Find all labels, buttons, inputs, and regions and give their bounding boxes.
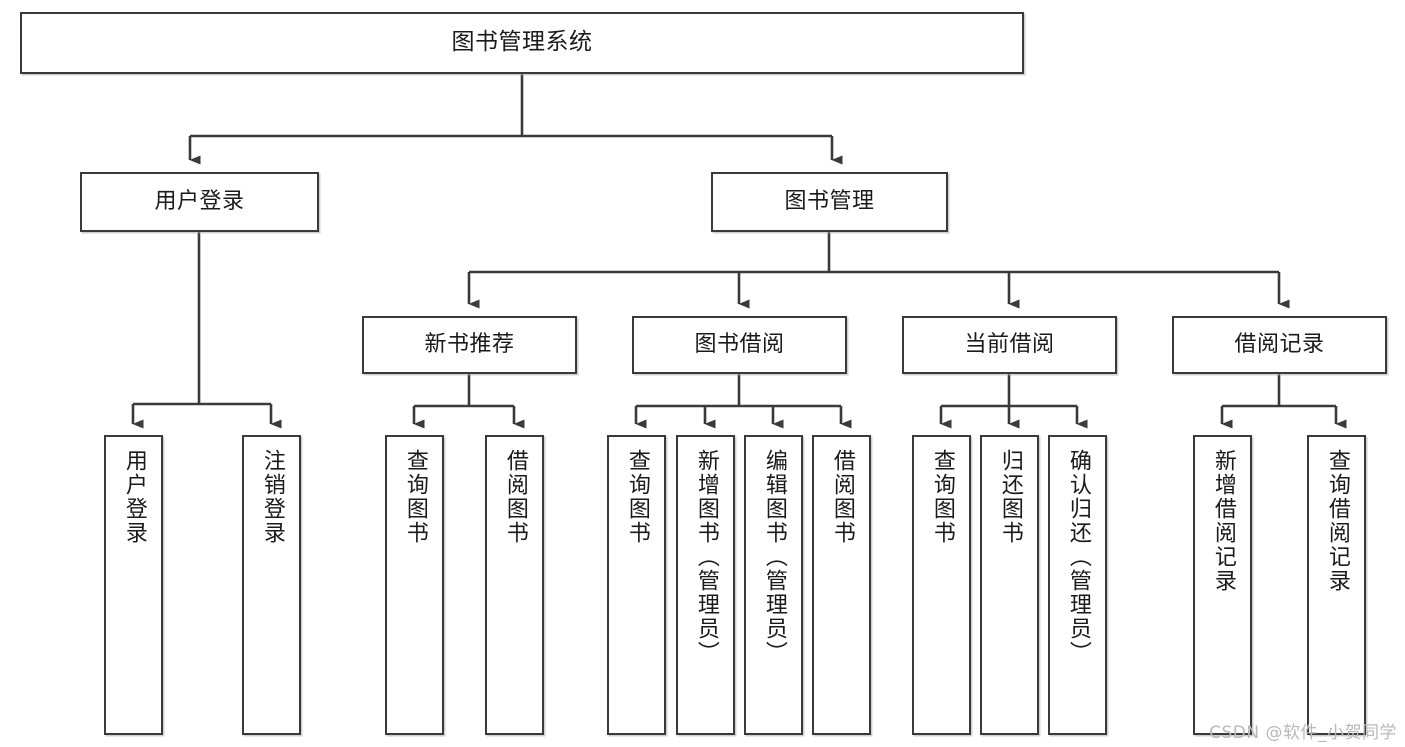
node-label: 新增借阅记录 bbox=[1210, 449, 1236, 593]
node-current-borrowing[interactable]: 当前借阅 bbox=[902, 316, 1117, 374]
node-label: 归还图书 bbox=[997, 449, 1023, 545]
leaf-borrow-borrow-books[interactable]: 借阅图书 bbox=[812, 435, 871, 735]
node-label: 图书管理系统 bbox=[451, 29, 593, 56]
node-label: 确认归还（管理员） bbox=[1065, 449, 1091, 665]
node-label: 借阅记录 bbox=[1234, 332, 1325, 358]
node-label: 图书借阅 bbox=[694, 332, 785, 358]
leaf-borrow-add-book-admin[interactable]: 新增图书（管理员） bbox=[676, 435, 735, 735]
node-label: 查询图书 bbox=[929, 449, 955, 545]
node-label: 编辑图书（管理员） bbox=[761, 449, 787, 665]
node-borrow-records[interactable]: 借阅记录 bbox=[1172, 316, 1387, 374]
leaf-new-book-query-books[interactable]: 查询图书 bbox=[385, 435, 444, 735]
node-label: 用户登录 bbox=[121, 449, 147, 545]
node-user-login[interactable]: 用户登录 bbox=[80, 172, 319, 232]
leaf-record-add-borrow-record[interactable]: 新增借阅记录 bbox=[1193, 435, 1252, 735]
node-label: 新书推荐 bbox=[424, 332, 515, 358]
node-label: 借阅图书 bbox=[829, 449, 855, 545]
node-label: 注销登录 bbox=[259, 449, 285, 545]
node-new-book-recommendation[interactable]: 新书推荐 bbox=[362, 316, 577, 374]
node-label: 查询图书 bbox=[624, 449, 650, 545]
leaf-current-return-books[interactable]: 归还图书 bbox=[980, 435, 1039, 735]
node-label: 查询图书 bbox=[402, 449, 428, 545]
leaf-borrow-query-books[interactable]: 查询图书 bbox=[607, 435, 666, 735]
leaf-current-confirm-return-admin[interactable]: 确认归还（管理员） bbox=[1048, 435, 1107, 735]
node-label: 当前借阅 bbox=[964, 332, 1055, 358]
node-label: 新增图书（管理员） bbox=[693, 449, 719, 665]
node-book-management[interactable]: 图书管理 bbox=[711, 172, 948, 232]
node-root-library-management-system[interactable]: 图书管理系统 bbox=[20, 12, 1024, 74]
leaf-user-login-login[interactable]: 用户登录 bbox=[104, 435, 163, 735]
leaf-borrow-edit-book-admin[interactable]: 编辑图书（管理员） bbox=[744, 435, 803, 735]
node-label: 图书管理 bbox=[784, 189, 875, 215]
leaf-user-login-logout[interactable]: 注销登录 bbox=[242, 435, 301, 735]
watermark-text: CSDN @软件_小贺同学 bbox=[1209, 723, 1397, 743]
leaf-current-query-books[interactable]: 查询图书 bbox=[912, 435, 971, 735]
node-label: 用户登录 bbox=[154, 189, 245, 215]
node-book-borrowing[interactable]: 图书借阅 bbox=[632, 316, 847, 374]
node-label: 查询借阅记录 bbox=[1324, 449, 1350, 593]
leaf-new-book-borrow-books[interactable]: 借阅图书 bbox=[485, 435, 544, 735]
node-label: 借阅图书 bbox=[502, 449, 528, 545]
leaf-record-query-borrow-record[interactable]: 查询借阅记录 bbox=[1307, 435, 1366, 735]
